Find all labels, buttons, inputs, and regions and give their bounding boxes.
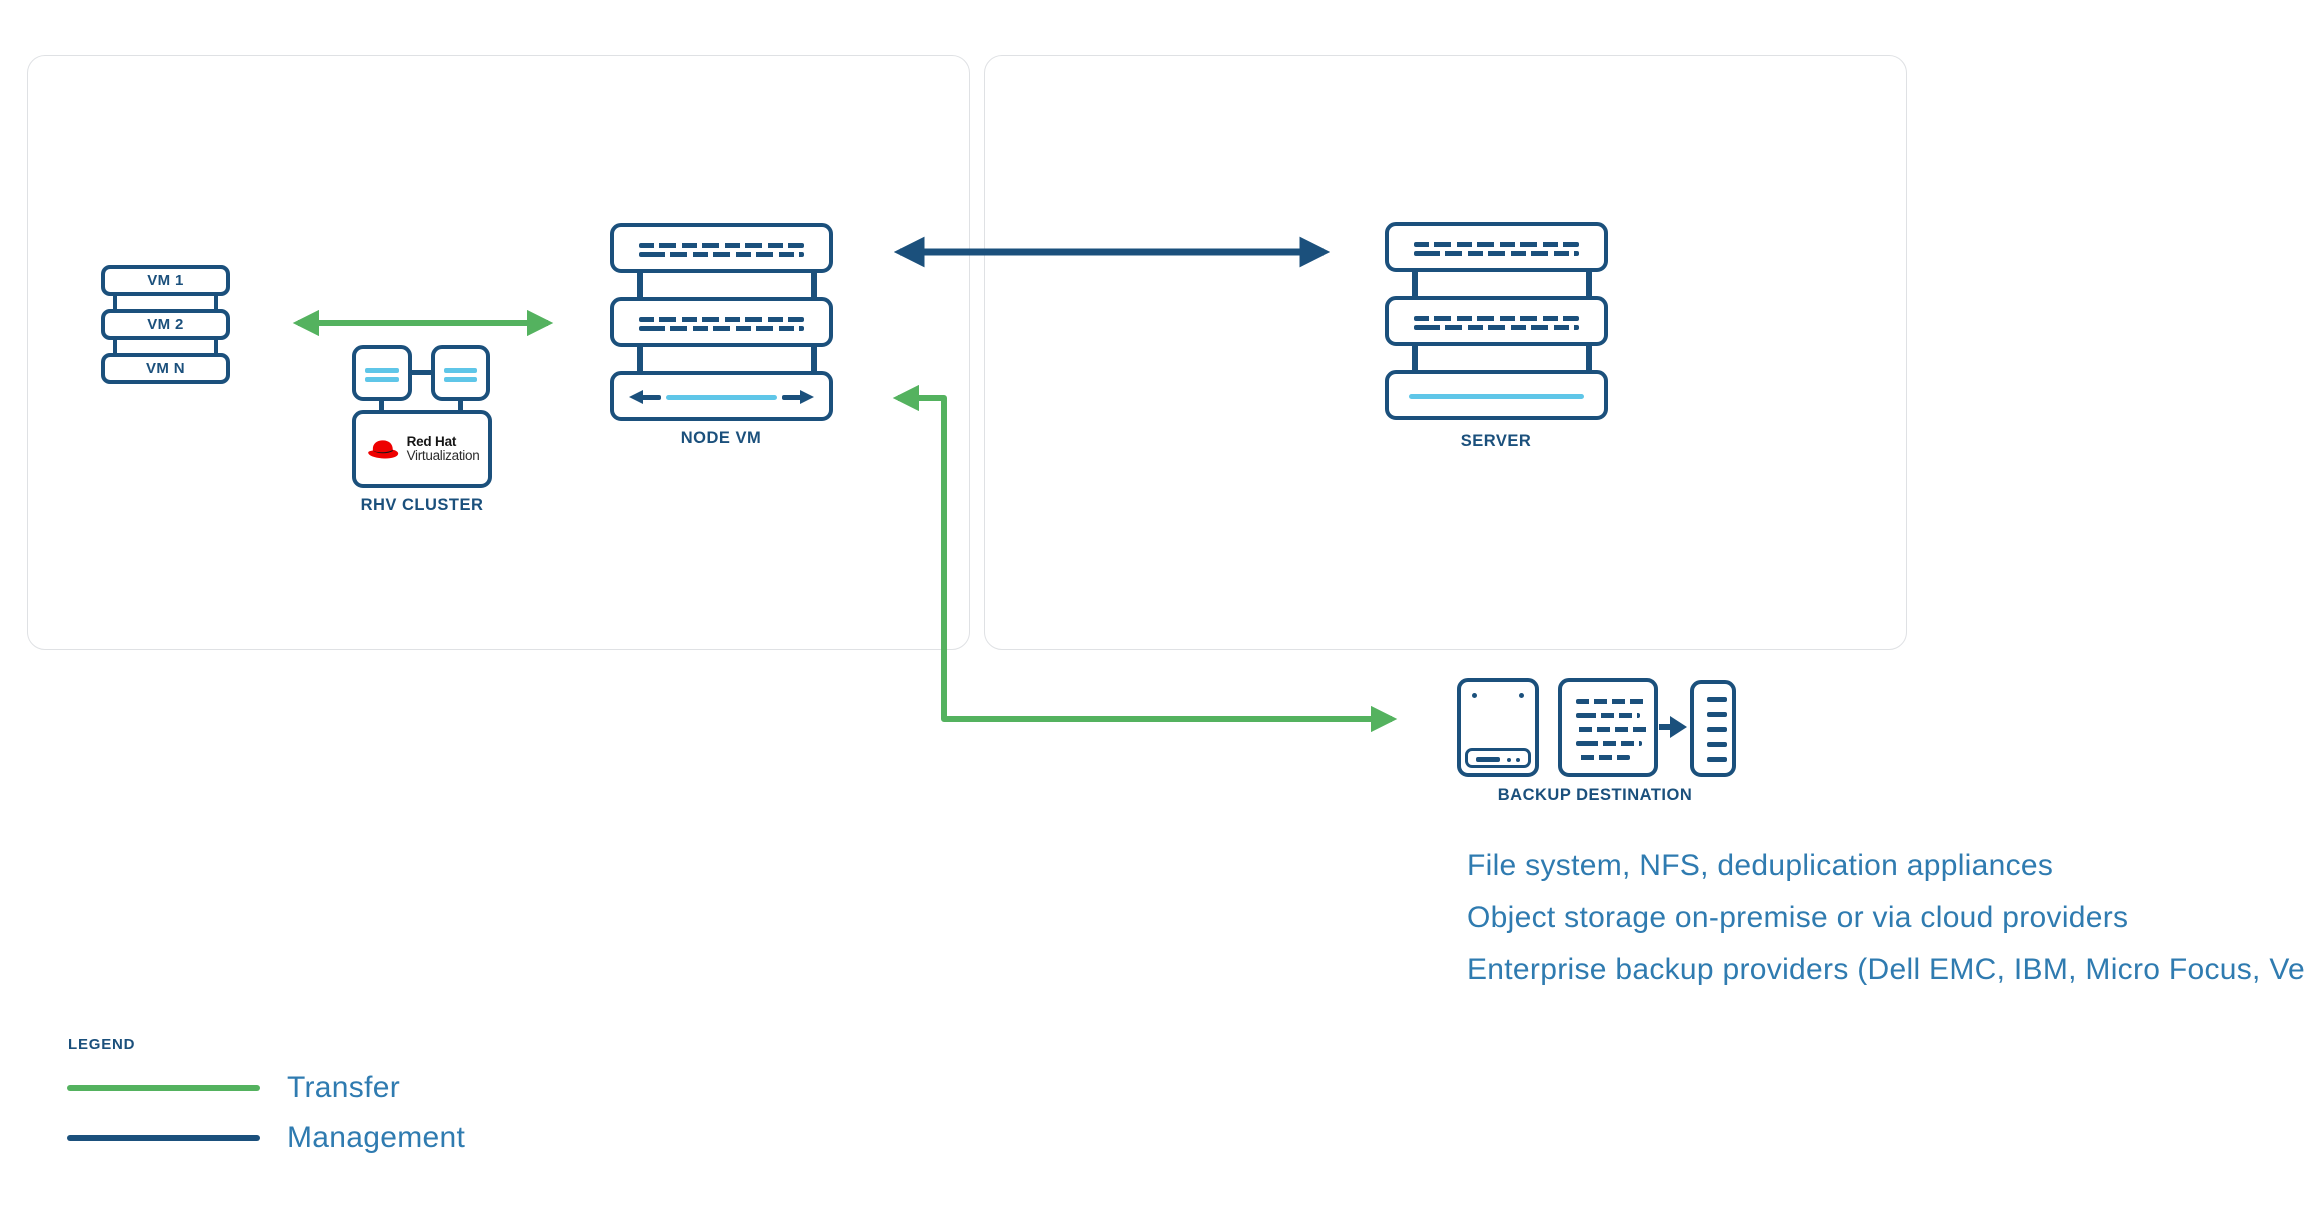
rhv-node-link (407, 370, 437, 375)
redhat-logo-title: Red Hat (406, 433, 457, 449)
backup-chain-arrowhead (1670, 716, 1687, 738)
vm-stack-icon: VM 1 VM 2 VM N (101, 265, 230, 384)
legend-management-label: Management (287, 1121, 466, 1154)
node-vm-label: NODE VM (680, 429, 762, 447)
redhat-logo-subtitle: Virtualization (406, 448, 480, 463)
rhv-cluster-icon: Red Hat Virtualization (352, 345, 492, 488)
node-vm-io-shelf (610, 371, 833, 421)
legend-management-line (67, 1135, 260, 1141)
backup-appliance-icon (1457, 678, 1539, 777)
appliance-drive-bay (1465, 748, 1531, 768)
node-vm-icon (610, 223, 833, 421)
rhv-cluster-label: RHV CLUSTER (360, 496, 484, 514)
vm-1-box: VM 1 (101, 265, 230, 296)
backup-note-line: File system, NFS, deduplication applianc… (1467, 849, 2054, 882)
rhv-node-link (458, 395, 463, 419)
vm-2-box: VM 2 (101, 309, 230, 340)
redhat-fedora-icon (367, 440, 398, 459)
server-icon (1385, 222, 1608, 420)
backup-files-icon (1558, 678, 1658, 777)
backup-chain-arrow (1659, 724, 1672, 730)
backup-note-line: Object storage on-premise or via cloud p… (1467, 901, 2129, 934)
rhv-node-link (379, 395, 384, 419)
backup-notes: File system, NFS, deduplication applianc… (1467, 849, 2304, 1005)
server-label: SERVER (1460, 432, 1532, 450)
rhv-host-icon (352, 345, 412, 401)
server-storage-shelf (1385, 370, 1608, 420)
redhat-virtualization-box: Red Hat Virtualization (352, 410, 492, 488)
rhv-host-icon (431, 345, 490, 401)
legend-transfer-line (67, 1085, 260, 1091)
legend-title: LEGEND (68, 1036, 136, 1053)
redhat-logo-text: Red Hat Virtualization (406, 433, 480, 463)
backup-note-line: Enterprise backup providers (Dell EMC, I… (1467, 953, 2304, 986)
legend-transfer-label: Transfer (287, 1071, 400, 1104)
backup-destination-label: BACKUP DESTINATION (1497, 786, 1693, 804)
vm-n-box: VM N (101, 353, 230, 384)
backup-tape-icon (1690, 680, 1736, 777)
